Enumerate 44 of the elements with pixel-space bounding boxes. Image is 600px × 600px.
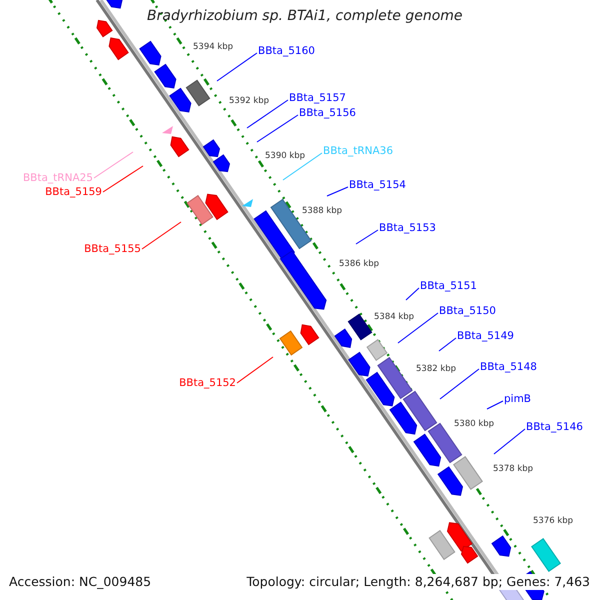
position-label: 5382 kbp [416,364,456,374]
position-label: 5376 kbp [533,516,574,526]
position-label: 5378 kbp [493,464,534,474]
position-label: 5394 kbp [193,42,234,52]
leader-line [142,222,182,250]
gene-label: BBta_5159 [45,185,102,199]
gene-label: BBta_5149 [457,329,514,343]
gene-label: BBta_5153 [379,221,436,235]
leader-line [406,288,420,300]
gene-label: BBta_5148 [480,360,537,374]
leader-line [326,186,348,196]
gene-label: pimB [504,392,532,406]
gene-label: BBta_5146 [526,420,583,434]
leader-line [256,114,298,142]
leader-line [216,52,258,82]
genome-summary: Topology: circular; Length: 8,264,687 bp; Genes: 7,463 [244,574,592,590]
gene-label: BBta_5151 [420,279,477,293]
leader-line [438,338,456,352]
position-label: 5384 kbp [374,312,414,322]
gene-label: BBta_5160 [258,44,315,58]
leader-line [102,166,144,192]
leader-line [398,312,438,344]
gene-label: BBta_tRNA25 [22,171,93,185]
leader-line [246,100,288,128]
gene-label: BBta_5154 [349,178,406,192]
leader-line [486,400,504,410]
position-label: 5386 kbp [339,259,380,269]
leader-line [440,368,480,400]
position-label: 5380 kbp [454,419,494,429]
gene-label: BBta_5155 [84,242,141,256]
gene-label: BBta_5150 [439,304,496,318]
gene-label: BBta_5156 [299,106,356,120]
position-label: 5392 kbp [229,96,270,106]
position-label: 5390 kbp [265,151,306,161]
leader-line [236,356,274,384]
diagram-title: Bradyrhizobium sp. BTAi1, complete genome [147,9,463,23]
leader-line [282,152,322,180]
leader-line [94,152,134,178]
position-label: 5388 kbp [302,206,342,216]
gene-label: BBta_5152 [179,376,236,390]
leader-line [494,428,526,454]
gene-label: BBta_tRNA36 [323,144,394,158]
gene-label: BBta_5157 [289,91,346,105]
leader-line [356,230,378,244]
